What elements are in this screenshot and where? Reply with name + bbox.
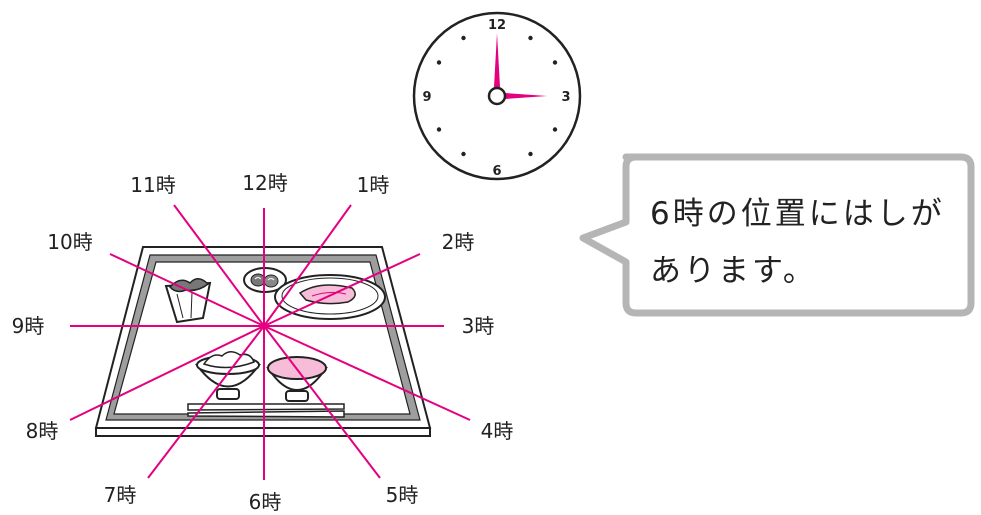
direction-line-10 bbox=[109, 253, 265, 327]
label-7: 7時 bbox=[104, 483, 137, 507]
label-9: 9時 bbox=[12, 314, 45, 338]
direction-line-8 bbox=[69, 325, 265, 421]
direction-line-1 bbox=[263, 204, 352, 327]
direction-line-2 bbox=[263, 253, 421, 327]
label-11: 11時 bbox=[130, 173, 175, 197]
label-3: 3時 bbox=[462, 314, 495, 338]
direction-line-11 bbox=[173, 204, 265, 327]
clock-dot-10 bbox=[436, 60, 442, 65]
clock-hour-dots bbox=[436, 35, 558, 157]
speech-bubble: 6時の位置にはしが あります。 bbox=[579, 153, 975, 317]
bubble-text-line2: あります。 bbox=[650, 253, 817, 289]
clock-dot-11 bbox=[461, 35, 466, 41]
clock-dot-8 bbox=[436, 127, 442, 132]
clock-dot-7 bbox=[461, 151, 466, 157]
direction-line-4 bbox=[263, 325, 471, 421]
direction-line-7 bbox=[147, 325, 265, 479]
clock-dot-5 bbox=[528, 151, 533, 157]
clock-number-12: 12 bbox=[488, 18, 506, 33]
label-2: 2時 bbox=[442, 230, 475, 254]
bubble-text-line1: 6時の位置にはしが bbox=[650, 196, 945, 232]
label-8: 8時 bbox=[26, 419, 59, 443]
label-12: 12時 bbox=[242, 171, 287, 195]
minute-hand bbox=[494, 33, 500, 87]
label-1: 1時 bbox=[357, 173, 390, 197]
clock-center bbox=[487, 86, 507, 106]
clock-dot-1 bbox=[528, 35, 533, 41]
clock-icon: 12 3 6 9 bbox=[412, 11, 582, 181]
chopsticks bbox=[187, 403, 345, 418]
clock-number-3: 3 bbox=[561, 90, 570, 105]
clock-dot-2 bbox=[552, 60, 558, 65]
clock-dot-4 bbox=[552, 127, 558, 132]
side-dish-cup bbox=[164, 278, 212, 324]
clock-number-6: 6 bbox=[492, 164, 501, 179]
rice-bowl bbox=[195, 351, 261, 400]
label-5: 5時 bbox=[386, 483, 419, 507]
direction-line-5 bbox=[263, 325, 381, 479]
label-4: 4時 bbox=[481, 419, 514, 443]
clock-number-9: 9 bbox=[422, 90, 431, 105]
label-6: 6時 bbox=[249, 490, 282, 514]
hour-hand bbox=[505, 93, 547, 99]
label-10: 10時 bbox=[47, 230, 92, 254]
clock-direction-lines bbox=[69, 204, 471, 480]
